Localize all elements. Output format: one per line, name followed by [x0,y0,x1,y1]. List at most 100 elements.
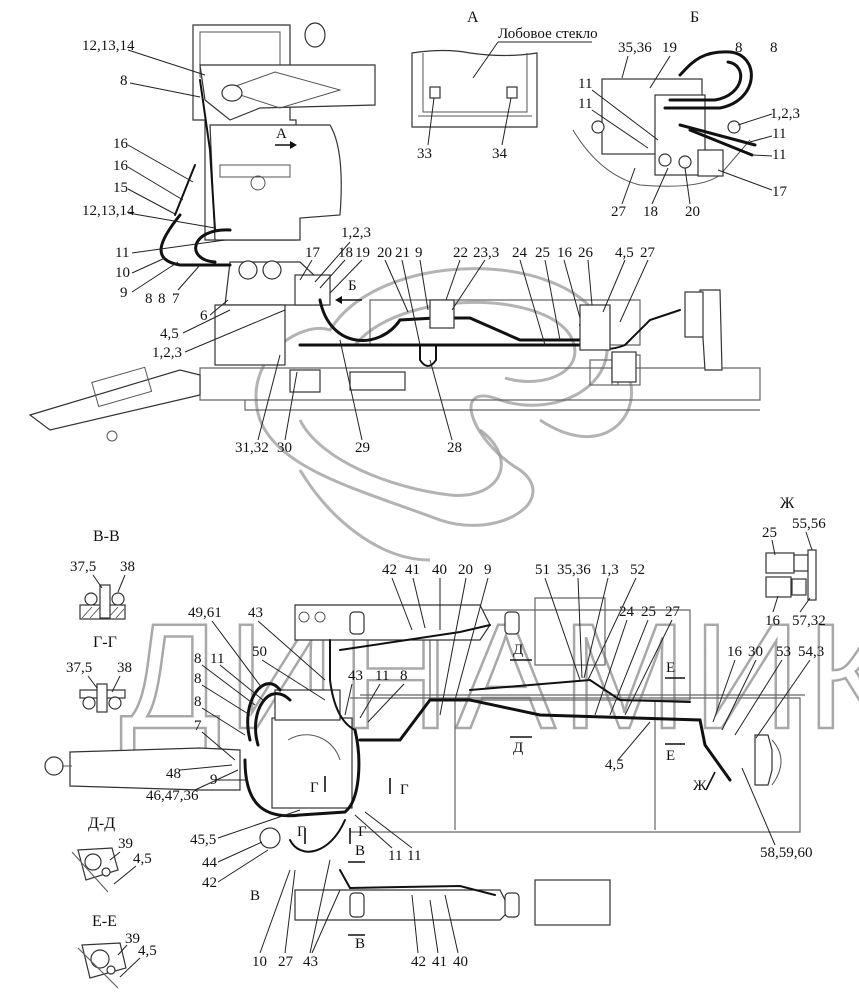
section-marker-g: Г [358,824,367,840]
tube-small [106,965,116,975]
section-d-d-title: Д-Д [88,815,115,832]
windshield-inner [422,53,528,113]
callout: 30 [748,644,763,660]
roller-left [82,696,96,710]
callout: 15 [113,180,128,196]
leader-line [721,659,757,731]
leader-line [472,41,499,79]
leader-line [329,259,363,294]
filter-26 [579,304,611,351]
hose-mid [469,678,691,703]
callout: 17 [305,245,321,261]
leader-line [127,188,176,215]
callout: 39 [125,931,140,947]
leader-line [182,309,231,334]
callout: 16 [765,613,781,629]
mount-bolt-left [591,120,605,134]
callout: 11 [578,76,592,92]
callout: 27 [640,245,656,261]
top-view: А Б 12,13,14 8 16 16 15 12,13,14 11 10 9… [28,22,761,456]
view-label-v: В [250,888,260,904]
leader-line [583,577,609,679]
callout: 8 [735,40,743,56]
callout: 19 [662,40,677,56]
leader-line [412,577,426,629]
callout: 9 [120,285,128,301]
callout: 4,5 [138,943,157,959]
chassis-frame [199,367,761,411]
drawbar-block [91,366,153,408]
section-d-d: Д-Д 39 4,5 [71,815,152,893]
leader-line [621,167,636,205]
callout: 21 [395,245,410,261]
leader-line [427,97,435,146]
leader-line [419,259,429,311]
headlight [304,22,326,48]
hose-upper-run [329,639,356,731]
lower-link [294,889,511,921]
callout: 1,2,3 [770,106,800,122]
leader-line [117,944,128,956]
upper-link [294,604,491,641]
tube-small [101,867,111,877]
pivot-hole [221,84,243,102]
leader-line [179,764,233,771]
callout: 29 [355,440,370,456]
callout: 52 [630,562,645,578]
top-row-callouts: 1,2,3 17 18 19 20 21 9 22 23,3 24 25 16 … [299,225,656,346]
leader-line [217,849,269,883]
leader-line [87,675,98,689]
leader-line [445,259,461,301]
leader-line [131,257,166,274]
callout: 43 [303,954,318,970]
mount-plate [77,947,119,989]
tube-large [84,853,102,871]
hose-around-gearbox [243,728,361,818]
callout: 42 [411,954,426,970]
roller-left [84,592,98,606]
leader-line [209,299,229,316]
leader-line [594,619,628,716]
leader-line [577,577,583,679]
leader-line [544,577,581,681]
callout: 49,61 [188,605,222,621]
rear-tire [771,739,782,786]
hose-lower-curve [289,819,346,853]
leader-line [649,55,671,89]
callout: 43 [348,668,363,684]
callout: 58,59,60 [760,845,813,861]
leader-line [177,264,201,291]
leader-line [454,577,489,701]
callout: 8 [770,40,778,56]
hatch [115,608,125,619]
callout: 16 [557,245,573,261]
callout: 9 [415,245,423,261]
callout: 10 [252,954,267,970]
view-zh: Ж 25 55,56 16 57,32 [762,495,826,629]
coupling-lower [791,578,807,596]
callout: 50 [252,644,267,660]
leader-line [602,259,626,313]
leader-line [261,659,326,701]
bottom-view: Г Г Г Г В В Д Д Е Е Ж В 42 41 [44,562,824,970]
section-marker-g: Г [297,824,306,840]
leader-line [309,859,331,954]
leader-line [201,731,236,761]
tube-large [90,949,110,969]
top-left-callouts: 12,13,14 8 16 16 15 12,13,14 11 10 9 8 8… [82,38,286,361]
gearbox-arc [287,734,341,761]
sensor-34 [506,86,518,99]
callout: 8 [120,73,128,89]
section-e-e-title: Е-Е [92,913,117,930]
leader-line [651,167,669,205]
hose-left-loop [159,213,232,267]
callout: 19 [355,245,370,261]
bottom-mid-callouts: 24 25 27 16 30 53 54,3 [594,604,824,739]
callout: 54,3 [798,644,824,660]
callout: 43 [248,605,263,621]
leader-line [201,707,246,736]
callout: 31,32 [235,440,269,456]
callout: 23,3 [473,245,499,261]
leader-line [284,371,298,441]
section-arrows: Г Г Г Г В В Д Д Е Е Ж В [250,642,716,952]
